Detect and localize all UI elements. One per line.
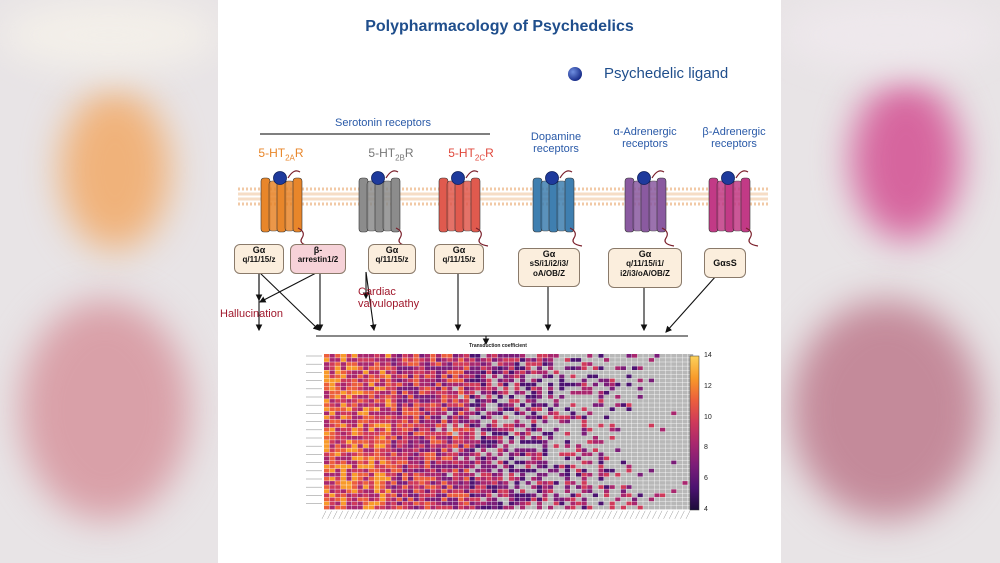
hallucination-label: Hallucination (220, 308, 283, 320)
signaling-arrows (255, 271, 717, 346)
ligand-legend-label: Psychedelic ligand (604, 65, 729, 82)
colorbar-tick-label: 6 (704, 475, 708, 483)
receptor-alpha-adrenergic (624, 170, 675, 247)
box-line1: GαsS (713, 258, 737, 268)
box-line1: Gα (385, 245, 399, 255)
box-line1: Gα (452, 245, 466, 255)
receptor-label-sub: 2C (474, 153, 486, 163)
figure-title: Polypharmacology of Psychedelics (365, 18, 634, 35)
colorbar-tick-label: 4 (704, 506, 708, 513)
ligand-bound-icon (371, 171, 385, 185)
box-5ht2b-gq: Gα q/11/15/z (368, 244, 416, 274)
box-line2: q/11/15/z (375, 255, 409, 264)
receptor-label-5ht2c: 5-HT2CR (436, 146, 506, 162)
alpha-adrenergic-group-label: α-Adrenergic receptors (613, 126, 677, 150)
receptor-label-sub: 2A (285, 153, 295, 163)
colorbar-tick-label: 14 (704, 352, 712, 359)
heatmap-title: Transduction coefficient (469, 343, 527, 349)
colorbar-tick-label: 8 (704, 444, 708, 452)
box-5ht2c-gq: Gα q/11/15/z (434, 244, 484, 274)
ligand-bound-icon (637, 171, 651, 185)
dopamine-group-label: Dopamine receptors (530, 131, 582, 155)
receptor-label-main: 5-HT (448, 146, 475, 160)
box-line1: Gα (542, 249, 556, 259)
diagram-graphics (238, 133, 768, 519)
box-line2: q/11/15/z (442, 255, 476, 264)
box-alpha-adrenergic: Gα q/11/15/i1/ i2/i3/oA/OB/Z (608, 248, 682, 288)
receptor-label-5ht2a: 5-HT2AR (246, 146, 316, 162)
blurred-background-right (781, 0, 1000, 563)
receptor-label-tail: R (404, 146, 414, 160)
receptor-label-main: 5-HT (368, 146, 396, 160)
receptor-beta-adrenergic (708, 170, 759, 247)
receptor-5ht2b (358, 170, 409, 247)
colorbar-tick-label: 10 (704, 413, 712, 421)
cell-membrane (238, 187, 768, 206)
ligand-bound-icon (273, 171, 287, 185)
box-line2: sS/i1/i2/i3/ oA/OB/Z (529, 259, 569, 278)
box-line1: Gα (252, 245, 266, 255)
ligand-bound-icon (721, 171, 735, 185)
receptor-dopamine (532, 170, 583, 247)
receptor-label-tail: R (485, 146, 494, 160)
box-line2: arrestin1/2 (297, 255, 339, 264)
box-dopamine: Gα sS/i1/i2/i3/ oA/OB/Z (518, 248, 580, 287)
box-line2: q/11/15/z (242, 255, 276, 264)
box-5ht2a-arrestin: β- arrestin1/2 (290, 244, 346, 274)
receptor-5ht2c (438, 170, 489, 247)
cardiac-valvulopathy-label: Cardiac valvulopathy (358, 286, 420, 310)
colorbar-tick-label: 12 (704, 382, 712, 390)
ligand-legend-icon (568, 67, 582, 81)
figure-card: Polypharmacology of Psychedelics Psyched… (218, 0, 781, 563)
heatmap-colorbar (689, 355, 700, 511)
blurred-background-left (0, 0, 218, 563)
ligand-bound-icon (451, 171, 465, 185)
serotonin-group-label: Serotonin receptors (335, 117, 431, 129)
box-line1: Gα (638, 249, 652, 259)
receptor-label-main: 5-HT (258, 146, 286, 160)
box-beta-adrenergic: GαsS (704, 248, 746, 278)
receptor-label-5ht2b: 5-HT2BR (356, 146, 426, 162)
box-line1: β- (313, 245, 323, 255)
transduction-heatmap (306, 354, 694, 519)
box-5ht2a-gq: Gα q/11/15/z (234, 244, 284, 274)
ligand-bound-icon (545, 171, 559, 185)
receptor-label-sub: 2B (395, 153, 405, 163)
receptor-5ht2a (260, 170, 311, 247)
box-line2: q/11/15/i1/ i2/i3/oA/OB/Z (620, 259, 670, 278)
receptor-label-tail: R (294, 146, 304, 160)
beta-adrenergic-group-label: β-Adrenergic receptors (702, 126, 766, 150)
